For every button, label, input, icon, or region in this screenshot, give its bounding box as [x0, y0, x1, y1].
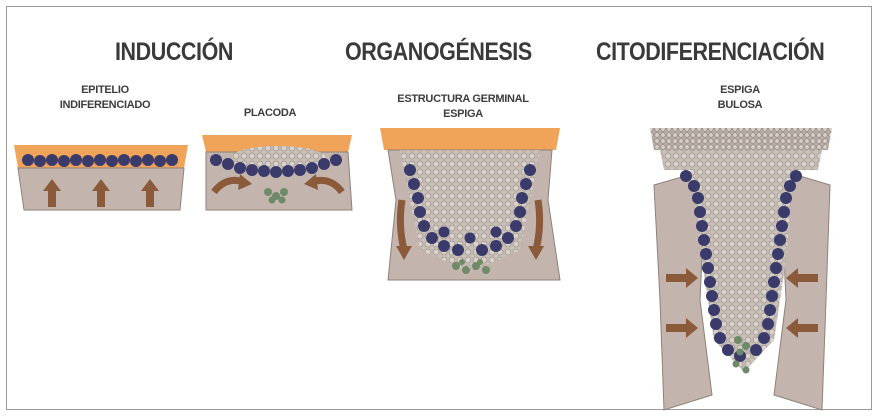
oral-epithelium-layer — [650, 128, 832, 150]
oral-epithelium-layer — [380, 128, 560, 150]
panel-germinal-structure — [380, 128, 560, 280]
panel-placode — [202, 135, 352, 210]
panel-bulbous-spike — [650, 128, 832, 410]
panel-undifferentiated-epithelium — [14, 145, 188, 210]
curved-arrow-icon — [536, 200, 540, 250]
curved-arrow-icon — [400, 200, 404, 250]
